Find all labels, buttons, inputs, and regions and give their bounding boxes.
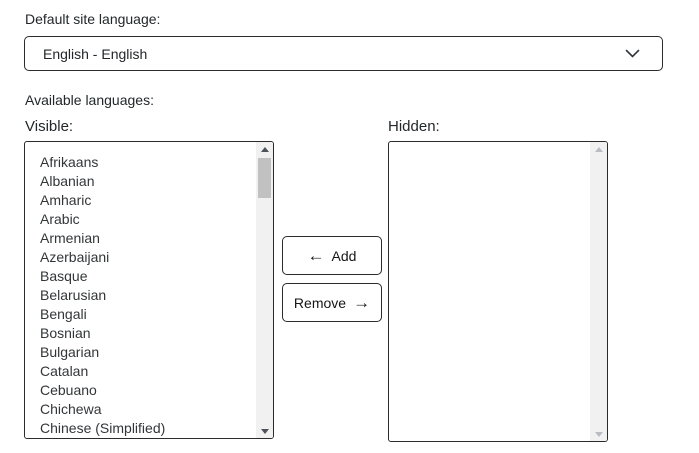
default-language-select[interactable]: English - English — [24, 36, 663, 71]
list-item[interactable]: Armenian — [40, 230, 100, 246]
list-item[interactable]: Chinese (Simplified) — [40, 420, 166, 436]
scroll-up-button[interactable] — [256, 142, 273, 156]
add-button-label: Add — [331, 247, 357, 264]
list-item[interactable]: Bosnian — [40, 325, 91, 341]
default-site-language-label: Default site language: — [25, 11, 161, 27]
left-arrow-icon: ← — [307, 246, 325, 265]
list-item[interactable]: Basque — [40, 268, 88, 284]
selected-language-value: English - English — [43, 45, 148, 62]
list-item[interactable]: Catalan — [40, 363, 89, 379]
remove-button-label: Remove — [293, 294, 347, 311]
remove-button[interactable]: Remove → — [282, 283, 382, 322]
list-item[interactable]: Albanian — [40, 173, 95, 189]
hidden-languages-items — [389, 142, 590, 441]
add-button[interactable]: ← Add — [282, 236, 382, 275]
scroll-thumb[interactable] — [258, 158, 271, 198]
list-item[interactable]: Chichewa — [40, 401, 102, 417]
visible-list-label: Visible: — [25, 118, 74, 135]
list-item[interactable]: Bengali — [40, 306, 87, 322]
list-item[interactable]: Arabic — [40, 211, 80, 227]
scroll-track — [590, 156, 607, 427]
visible-list-scrollbar[interactable] — [256, 142, 273, 438]
chevron-down-icon — [625, 49, 640, 58]
list-item[interactable]: Belarusian — [40, 287, 107, 303]
hidden-list-scrollbar — [590, 142, 607, 441]
list-item[interactable]: Afrikaans — [40, 154, 99, 170]
available-languages-label: Available languages: — [25, 92, 154, 108]
hidden-languages-listbox[interactable] — [388, 141, 608, 442]
list-item[interactable]: Cebuano — [40, 382, 97, 398]
scroll-down-arrow-icon — [594, 431, 603, 437]
list-item[interactable]: Azerbaijani — [40, 249, 110, 265]
scroll-down-arrow-icon — [260, 428, 269, 434]
scroll-up-button — [590, 142, 607, 156]
scroll-down-button[interactable] — [256, 424, 273, 438]
scroll-down-button — [590, 427, 607, 441]
hidden-list-label: Hidden: — [388, 118, 440, 135]
list-item[interactable]: Bulgarian — [40, 344, 100, 360]
scroll-up-arrow-icon — [594, 146, 603, 152]
scroll-up-arrow-icon — [260, 146, 269, 152]
list-item[interactable]: Amharic — [40, 192, 92, 208]
right-arrow-icon: → — [353, 293, 371, 312]
scroll-track[interactable] — [256, 156, 273, 424]
